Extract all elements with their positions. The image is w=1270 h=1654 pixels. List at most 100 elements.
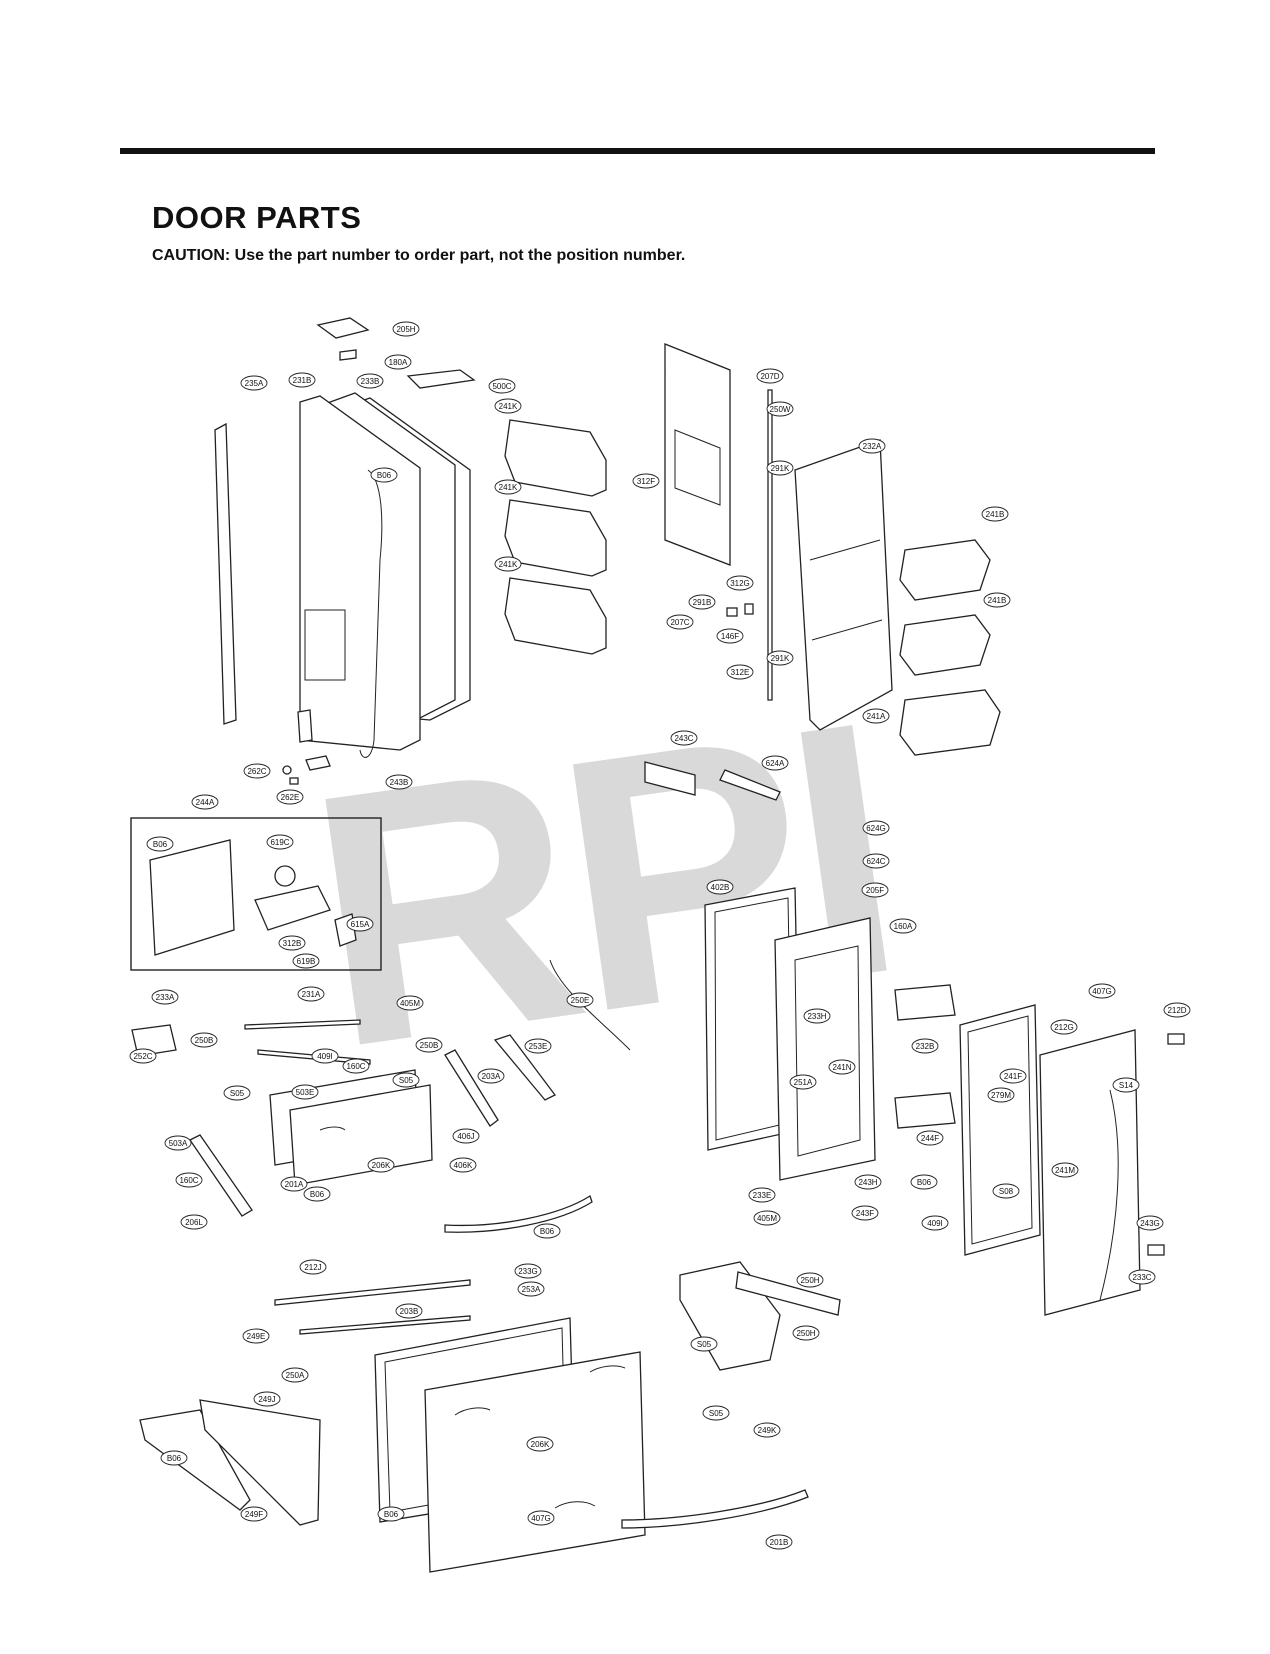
callout-text: B06 [917,1178,932,1187]
freezer-bins [899,539,1001,756]
callout-text: 624C [866,857,885,866]
callout-label: 291B [688,594,716,610]
callout-text: 212D [1167,1006,1186,1015]
freezer-door-bins [894,984,956,1129]
callout-label: 160C [175,1172,203,1188]
callout-label: 243F [851,1205,879,1221]
callout-text: 619B [297,957,316,966]
callout-label: 233G [514,1263,542,1279]
hinge-bracket-parts [282,709,331,785]
callout-label: 312F [632,473,660,489]
callout-label: 201A [280,1176,308,1192]
callout-label: 250W [766,401,794,417]
callout-label: 206K [367,1157,395,1173]
callout-text: 312E [731,668,750,677]
freezer-door-outer-right [1039,1029,1141,1316]
callout-label: 146F [716,628,744,644]
callout-label: 241K [494,556,522,572]
callout-label: 241F [999,1068,1027,1084]
callout-label: 262E [276,789,304,805]
callout-text: 232B [916,1042,935,1051]
callout-label: 243H [854,1174,882,1190]
callout-text: 203B [400,1307,419,1316]
callout-text: 233G [518,1267,538,1276]
callout-label: 212D [1163,1002,1191,1018]
callout-label: 312E [726,664,754,680]
callout-label: 243G [1136,1215,1164,1231]
callout-label: 312G [726,575,754,591]
callout-text: 253E [529,1042,548,1051]
callout-text: 279M [991,1091,1011,1100]
callout-text: B06 [384,1510,399,1519]
callout-label: S08 [992,1183,1020,1199]
callout-text: 409I [927,1219,943,1228]
callout-label: 619C [266,834,294,850]
callout-text: B06 [540,1227,555,1236]
caution-note: CAUTION: Use the part number to order pa… [152,247,686,264]
callout-label: 409I [311,1048,339,1064]
callout-text: 244A [196,798,215,807]
callout-text: 249E [247,1332,266,1341]
callout-label: 206K [526,1436,554,1452]
callout-text: 250B [195,1036,214,1045]
door-side-trim-part [214,422,237,725]
callout-label: 291K [766,460,794,476]
drawer-front-lower [424,1351,646,1573]
callout-label: 251A [789,1074,817,1090]
callout-label: 249F [240,1506,268,1522]
slide-rails-upper [189,959,631,1217]
callout-text: 233H [807,1012,826,1021]
callout-text: B06 [377,471,392,480]
callout-label: 250A [281,1367,309,1383]
callout-text: 231A [302,990,321,999]
callout-label: 212G [1050,1019,1078,1035]
callout-label: 406K [449,1157,477,1173]
drawer-handle-upper [444,1195,593,1233]
callout-text: S05 [697,1340,712,1349]
callout-text: 243F [856,1209,874,1218]
callout-text: 406J [457,1132,474,1141]
callout-label: 180A [384,354,412,370]
callout-text: S05 [709,1409,724,1418]
callout-text: 241K [499,402,518,411]
callout-label: 250H [792,1325,820,1341]
callout-label: 205H [392,321,420,337]
callout-label: 241M [1051,1162,1079,1178]
callout-label: B06 [533,1223,561,1239]
callout-label: 405M [396,995,424,1011]
callout-label: 312B [278,935,306,951]
callout-text: 233B [361,377,380,386]
callout-label: 407G [527,1510,555,1526]
callout-text: 207C [670,618,689,627]
callout-text: 250H [796,1329,815,1338]
callout-text: 146F [721,632,739,641]
callout-text: 249F [245,1510,263,1519]
door-bin-lower [504,577,607,655]
callout-text: 262E [281,793,300,802]
callout-label: 231A [297,986,325,1002]
callout-label: 233A [151,989,179,1005]
callout-text: 291K [771,654,790,663]
callout-label: 241B [983,592,1011,608]
callout-label: 291K [766,650,794,666]
callout-text: 233E [753,1191,772,1200]
callout-text: 241K [499,560,518,569]
callout-text: 206K [531,1440,550,1449]
callout-label: 619B [292,953,320,969]
callout-label: 409I [921,1215,949,1231]
callout-text: 180A [389,358,408,367]
callout-text: B06 [153,840,168,849]
callout-label: 406J [452,1128,480,1144]
callout-label: S14 [1112,1077,1140,1093]
callout-text: 241N [832,1063,851,1072]
callout-label: 212J [299,1259,327,1275]
dispenser-subassembly-box [130,817,382,971]
callout-text: 243H [858,1178,877,1187]
callout-label: 206L [180,1214,208,1230]
callout-text: 235A [245,379,264,388]
callout-label: 241A [862,708,890,724]
callout-text: 212G [1054,1023,1074,1032]
callout-text: 250W [770,405,791,414]
callout-label: 624A [761,755,789,771]
freezer-door-gasket-right [959,1004,1041,1256]
